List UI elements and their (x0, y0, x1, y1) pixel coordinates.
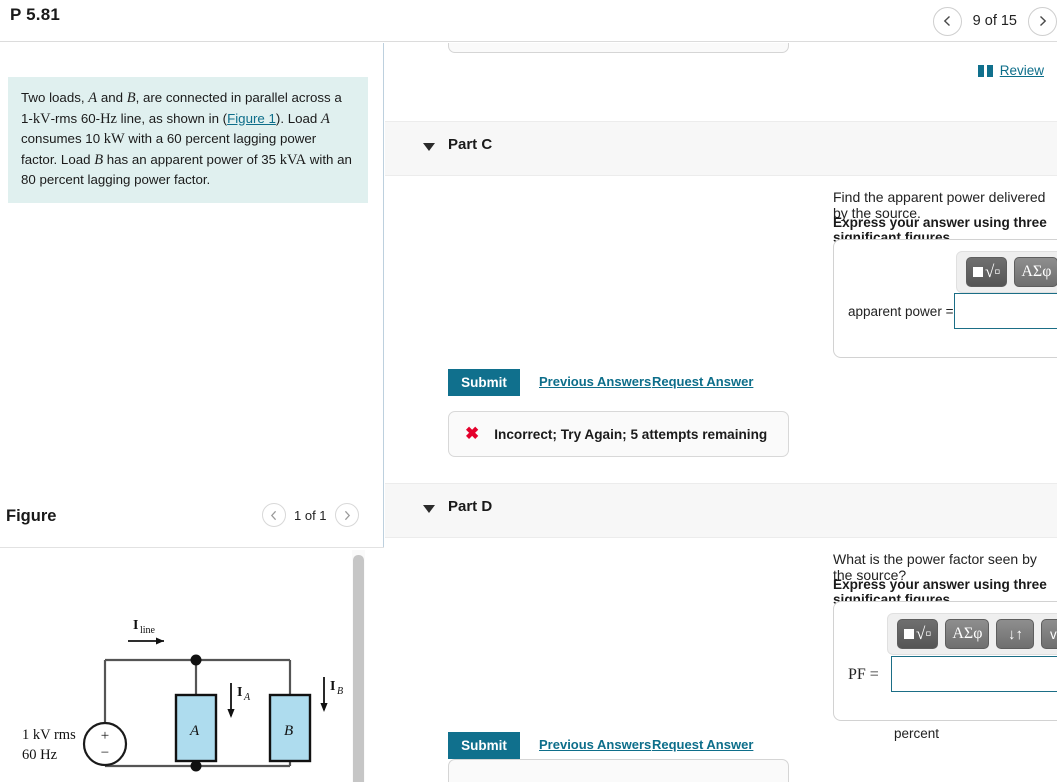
svg-text:+: + (101, 728, 109, 744)
problem-text-seg: Load (60, 151, 95, 167)
math-greek-button[interactable]: ΑΣφ (1014, 257, 1057, 287)
part-d-header[interactable]: Part D (385, 483, 1057, 538)
top-header-bar: P 5.81 9 of 15 (0, 0, 1057, 42)
triangle-down-icon[interactable] (423, 143, 435, 151)
problem-text-seg: with an (306, 151, 352, 167)
part-c-answer-card: √▫ ΑΣφ ↓↑ vec ? apparent power = (833, 239, 1057, 358)
problem-text-seg: 80 percent lagging power factor. (21, 172, 211, 187)
part-d-request-answer-link[interactable]: Request Answer (652, 737, 754, 752)
part-c-question: Find the apparent power delivered by the… (833, 189, 1046, 221)
variable-a: A (320, 110, 330, 127)
book-icon (977, 64, 993, 77)
unit-kv: kV (32, 110, 51, 127)
part-c-answer-label: apparent power = (848, 304, 954, 319)
problem-text-seg: Two loads, (21, 90, 89, 105)
figure-1-link[interactable]: Figure 1 (227, 110, 276, 126)
part-d-submit-button[interactable]: Submit (448, 732, 520, 759)
left-panel: Two loads, A and B, are connected in par… (0, 43, 384, 782)
svg-text:I: I (330, 679, 335, 694)
figure-pagination: 1 of 1 (262, 503, 359, 527)
svg-text:A: A (243, 692, 251, 703)
part-c-feedback: ✖ Incorrect; Try Again; 5 attempts remai… (448, 411, 789, 457)
part-c-previous-answers-link[interactable]: Previous Answers (539, 374, 652, 389)
problem-pager-count: 9 of 15 (972, 13, 1017, 29)
part-c-math-toolbar: √▫ ΑΣφ ↓↑ vec ? (956, 251, 1057, 293)
math-template-button[interactable]: √▫ (897, 619, 939, 649)
part-d-previous-answers-link[interactable]: Previous Answers (539, 737, 652, 752)
figure-header: Figure 1 of 1 (0, 495, 384, 547)
problem-text-seg: with a 60 percent lagging power factor. (21, 131, 317, 167)
next-part-card-partial (448, 759, 789, 782)
previous-part-card-partial (448, 43, 789, 53)
svg-text:line: line (140, 625, 156, 636)
problem-text-seg: line, as shown in ( (116, 110, 228, 126)
part-d-answer-card: √▫ ΑΣφ ↓↑ vec ? PF = (833, 601, 1057, 721)
part-c-feedback-text: Incorrect; Try Again; 5 attempts remaini… (494, 426, 768, 442)
chevron-left-icon (943, 15, 950, 27)
variable-b: B (126, 90, 136, 106)
math-greek-button[interactable]: ΑΣφ (945, 619, 990, 649)
review-label: Review (999, 63, 1044, 78)
chevron-left-icon (270, 510, 277, 520)
chevron-right-icon (344, 510, 350, 520)
figure-body: + − A B I line I A (0, 547, 384, 782)
problem-text-seg: 1- (21, 110, 33, 126)
problem-pagination: 9 of 15 (932, 2, 1057, 40)
svg-text:B: B (337, 686, 343, 697)
part-d-label: Part D (448, 498, 493, 515)
problem-text-seg: -rms 60- (50, 110, 101, 126)
chevron-right-icon (1040, 15, 1047, 27)
figure-title: Figure (6, 507, 57, 525)
part-d-question: What is the power factor seen by the sou… (833, 551, 1037, 583)
unit-hz: Hz (100, 110, 117, 127)
variable-a: A (88, 90, 98, 106)
unit-kva: kVA (279, 151, 307, 168)
figure-next-button[interactable] (334, 503, 359, 527)
svg-text:−: − (101, 745, 109, 761)
triangle-down-icon[interactable] (423, 505, 435, 513)
part-d-math-toolbar: √▫ ΑΣφ ↓↑ vec ? (887, 613, 1057, 655)
svg-text:I: I (237, 685, 242, 700)
page-title: P 5.81 (10, 5, 61, 24)
figure-pager-count: 1 of 1 (294, 507, 327, 523)
problem-statement: Two loads, A and B, are connected in par… (8, 77, 368, 203)
previous-problem-button[interactable] (932, 6, 962, 36)
circuit-diagram: + − A B I line I A (22, 618, 343, 772)
part-c-header[interactable]: Part C (385, 121, 1057, 176)
svg-text:1 kV rms: 1 kV rms (22, 727, 76, 743)
part-d-unit: percent (894, 726, 940, 741)
part-c-request-answer-link[interactable]: Request Answer (652, 374, 754, 389)
part-c-submit-button[interactable]: Submit (448, 369, 520, 396)
variable-b: B (94, 151, 104, 168)
part-c-answer-input[interactable] (954, 293, 1057, 329)
problem-text-seg: has an apparent power of 35 (103, 151, 280, 167)
part-d-answer-label: PF = (848, 666, 879, 683)
math-vec-button[interactable]: vec (1041, 619, 1057, 649)
math-arrows-button[interactable]: ↓↑ (996, 619, 1035, 649)
part-d-answer-input[interactable] (891, 656, 1057, 692)
problem-text-seg: , are connected in parallel across a (135, 90, 342, 105)
next-problem-button[interactable] (1028, 6, 1057, 36)
svg-text:60 Hz: 60 Hz (22, 747, 58, 763)
problem-text-seg: ). Load (275, 110, 321, 126)
figure-previous-button[interactable] (262, 503, 286, 527)
math-template-button[interactable]: √▫ (966, 257, 1008, 287)
unit-kw: kW (103, 131, 125, 147)
part-c-label: Part C (448, 136, 493, 153)
problem-text-seg: consumes 10 (21, 131, 104, 146)
error-x-icon: ✖ (465, 424, 480, 443)
right-panel: Review Part C Find the apparent power de… (385, 43, 1057, 782)
figure-scrollbar-thumb[interactable] (353, 555, 364, 782)
review-link[interactable]: Review (977, 63, 1044, 78)
svg-text:I: I (133, 618, 138, 633)
svg-text:B: B (284, 723, 293, 739)
svg-text:A: A (189, 723, 200, 739)
problem-text-seg: and (97, 90, 127, 105)
